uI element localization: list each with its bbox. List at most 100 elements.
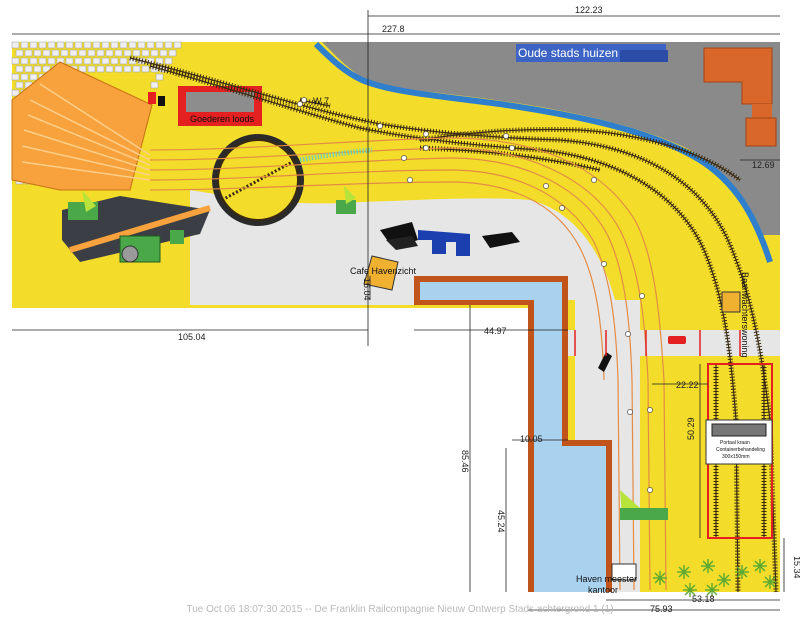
dim-mid-width: 44.97 — [484, 326, 507, 336]
switch-marker — [423, 131, 429, 137]
tree-branch — [678, 571, 685, 578]
yard-lines — [149, 137, 667, 591]
tree-branch — [659, 572, 666, 579]
dim-top-total: 227.8 — [382, 24, 405, 34]
tree-branch — [718, 579, 725, 586]
dim-inner-width: 22.22 — [676, 380, 699, 390]
cobble — [119, 57, 128, 65]
cobble — [92, 57, 101, 65]
green-plot-d — [620, 508, 668, 520]
cobble — [141, 65, 150, 73]
switch-marker — [543, 183, 549, 189]
cobble — [65, 57, 74, 65]
crane-line3: 300x150mm — [722, 454, 750, 460]
small-loco-b — [158, 96, 165, 106]
dimension-lines — [12, 10, 785, 611]
dim-tall-vertical: 85.46 — [460, 450, 470, 473]
cobble — [47, 41, 56, 49]
gatekeeper-house: Baanwachterswoning — [721, 272, 750, 358]
switch-markers — [297, 97, 653, 493]
switch-marker — [509, 145, 515, 151]
cobble — [15, 49, 24, 57]
cobble — [74, 41, 83, 49]
tree-branch — [754, 560, 761, 567]
cobble — [87, 49, 96, 57]
goods-shed: Goederen loods — [178, 86, 262, 126]
switch-marker — [377, 123, 383, 129]
cobble — [159, 49, 168, 57]
crane-line1: Portaal kraan — [720, 440, 750, 446]
car-red — [668, 336, 686, 344]
tree-branch — [706, 584, 713, 591]
cobble — [146, 41, 155, 49]
cobble — [96, 65, 105, 73]
tree-branch — [711, 589, 718, 596]
cobble — [33, 49, 42, 57]
tree-branch — [707, 565, 714, 572]
cobble — [11, 89, 20, 97]
cobble — [20, 57, 29, 65]
switch-marker — [627, 409, 633, 415]
switch-marker — [407, 177, 413, 183]
switch-marker — [297, 101, 303, 107]
green-track-section — [299, 147, 373, 163]
cobble — [11, 57, 20, 65]
corner-house — [703, 47, 773, 105]
cobble — [29, 73, 38, 81]
switch-marker — [639, 293, 645, 299]
cobble — [155, 73, 164, 81]
harbour-water — [420, 282, 606, 592]
tree — [735, 565, 749, 579]
cobble — [20, 73, 29, 81]
cobble — [105, 65, 114, 73]
turntable — [212, 134, 304, 226]
house-small — [752, 104, 772, 118]
cobble — [24, 49, 33, 57]
dim-inner-vertical: 50.29 — [686, 417, 696, 440]
switch-marker — [423, 145, 429, 151]
shed-green-c — [170, 230, 184, 244]
dim-left-small-vertical: 16.04 — [362, 278, 372, 301]
houses-label: Oude stads huizen — [518, 46, 618, 60]
cobble — [15, 65, 24, 73]
cobble — [24, 65, 33, 73]
city-block — [322, 42, 780, 235]
switch-marker — [559, 205, 565, 211]
switch-marker — [591, 177, 597, 183]
roundhouse-stalls — [21, 83, 151, 181]
cobble — [150, 81, 159, 89]
cobble — [92, 41, 101, 49]
crane-beam — [711, 423, 767, 437]
cafe: Cafe Havenzicht — [350, 255, 417, 291]
cobble — [47, 57, 56, 65]
cobble — [114, 49, 123, 57]
tree-branch — [702, 560, 709, 567]
cobble — [78, 49, 87, 57]
dim-bottom-total: 75.93 — [650, 604, 673, 614]
cobble — [74, 57, 83, 65]
cobble — [15, 81, 24, 89]
dim-lower-vertical: 45.24 — [496, 510, 506, 533]
tree-branch — [683, 566, 690, 573]
cobble — [101, 57, 110, 65]
cobble — [110, 41, 119, 49]
crane-area: Portaal kraan Containerbehandeling 300x1… — [705, 363, 773, 539]
goods-shed-label: Goederen loods — [190, 114, 255, 124]
cobble — [150, 65, 159, 73]
tree-branch — [678, 566, 685, 573]
tree-branch — [741, 566, 748, 573]
tree-branch — [706, 589, 713, 596]
lorry-c — [482, 232, 520, 248]
switch-marker — [301, 97, 307, 103]
cobble — [29, 57, 38, 65]
switch-marker — [647, 407, 653, 413]
cobble — [155, 41, 164, 49]
cobble — [42, 49, 51, 57]
cobble — [60, 49, 69, 57]
tree-branch — [707, 560, 714, 567]
city-buildings: Oude stads huizen — [516, 44, 777, 147]
cobble — [96, 49, 105, 57]
tree-branch — [759, 565, 766, 572]
house-small-b — [745, 117, 777, 147]
